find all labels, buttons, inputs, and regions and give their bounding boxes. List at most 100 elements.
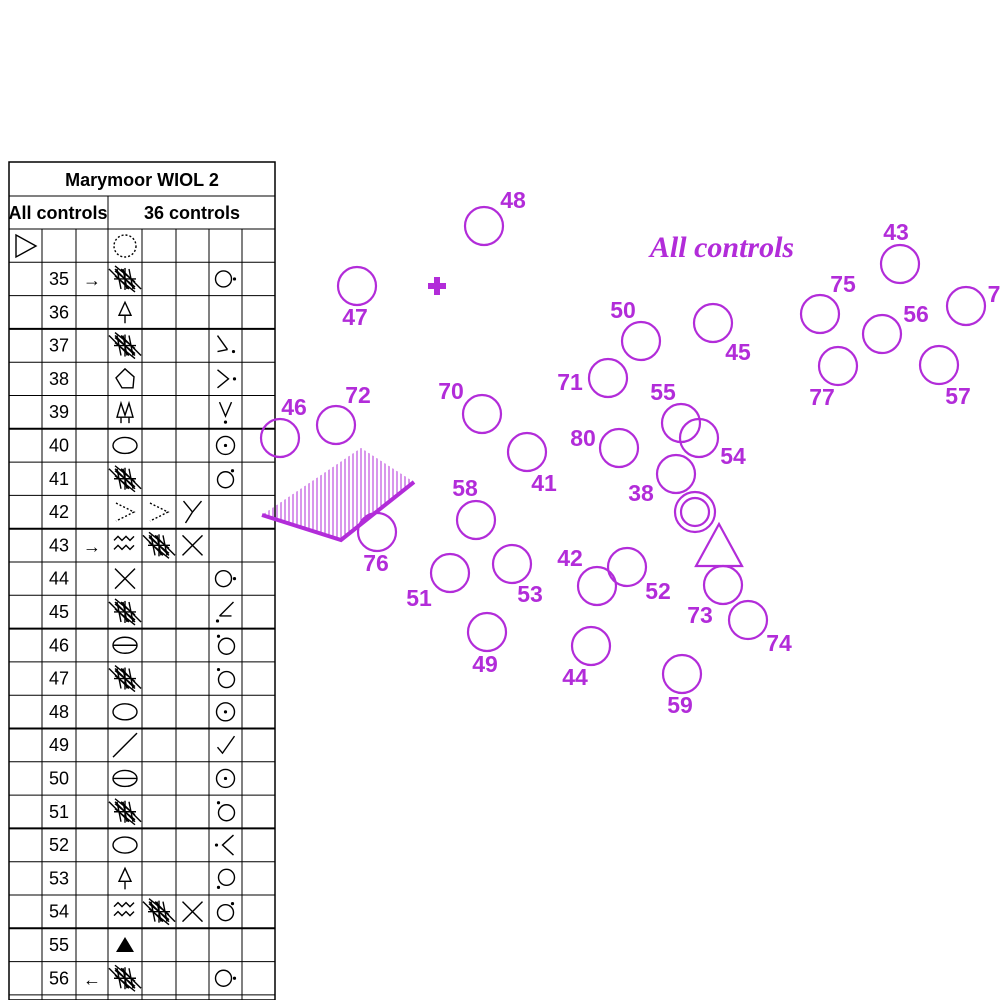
ellipse-line-icon [112,769,138,788]
angle-southwest-icon [215,601,234,623]
control-circle [356,511,398,553]
cross-icon [182,534,203,556]
control-circle [918,344,960,386]
control-number: 53 [517,581,543,607]
control-50: 50 [610,297,662,362]
circle-center-dot-icon [215,702,236,722]
control-51: 51 [406,552,471,611]
control-77: 77 [809,345,859,410]
control-71: 71 [557,357,629,399]
control-73: 73 [687,564,744,628]
boulder-shape-icon [115,367,135,389]
angle-right-icon [217,369,237,389]
stony-icon [113,535,135,551]
description-row-52: 52 [49,834,234,856]
control-number: 75 [830,271,856,297]
circle-center-dot-icon [215,435,236,456]
cross-icon [182,901,203,923]
control-7: 7 [945,281,1000,327]
control-code: 45 [49,602,69,622]
circle-right-dot-icon [214,969,237,987]
control-41: 41 [506,431,557,496]
control-circle [692,302,734,344]
description-row-47: 47 [49,665,236,693]
control-number: 56 [903,301,929,327]
control-code: 35 [49,269,69,289]
ellipse-icon [112,836,138,854]
control-circle [336,265,378,307]
control-code: 49 [49,735,69,755]
control-code: 55 [49,935,69,955]
control-number: 48 [500,187,526,213]
circle-right-dot-icon [214,270,237,288]
control-circle [506,431,548,473]
slash-icon [112,732,138,758]
circle-top-left-icon [216,667,236,689]
circle-top-right-icon [216,469,235,489]
tree-icon [117,866,133,890]
control-number: 47 [342,304,368,330]
fork-icon [182,500,203,524]
control-58: 58 [452,475,497,541]
control-55: 55 [650,379,702,444]
description-row-38: 38 [49,367,237,389]
tree-group-icon [116,400,134,424]
control-code: 42 [49,502,69,522]
control-circle [429,552,471,594]
control-circle [861,313,903,355]
control-53: 53 [491,543,543,607]
control-code: 40 [49,435,69,455]
direction-arrow: → [83,270,101,290]
control-43: 43 [879,219,921,285]
finish-circle-icon [673,490,717,534]
description-row-50: 50 [49,768,236,789]
control-count: 36 controls [144,203,240,223]
circle-top-left-icon [216,801,236,822]
control-code: 43 [49,535,69,555]
description-row-56: 56← [49,964,237,992]
rough-open-icon [108,332,142,360]
control-circle [259,417,301,459]
control-44: 44 [562,625,612,690]
control-circle [879,243,921,285]
control-circle [315,404,357,446]
ellipse-line-icon [112,636,138,654]
control-circle [620,320,662,362]
control-number: 74 [766,630,792,656]
control-code: 46 [49,635,69,655]
angle-dotted-icon [149,502,170,522]
control-circle [945,285,987,327]
cross-icon [114,568,136,590]
circle-top-right-icon [216,902,235,922]
control-number: 73 [687,602,713,628]
check-icon [216,735,236,755]
control-circle [466,611,508,653]
control-description-sheet: Marymoor WIOL 2 All controls 36 controls… [8,161,276,1000]
description-row-39: 39 [49,400,233,424]
out-of-bounds-area [261,448,416,543]
control-number: 76 [363,550,389,576]
control-code: 56 [49,968,69,988]
control-circle [455,499,497,541]
control-number: 58 [452,475,478,501]
control-number: 55 [650,379,676,405]
start-row [15,233,137,259]
control-circle [576,565,618,607]
circle-center-dot-icon [215,768,236,789]
control-56: 56 [861,301,929,355]
control-number: 45 [725,339,751,365]
course-name: All controls [8,203,107,223]
control-circle [655,453,697,495]
control-circle [799,293,841,335]
control-57: 57 [918,344,971,409]
description-row-54: 54 [49,898,235,926]
rough-open-icon [108,265,142,293]
start-location-circle-icon [113,234,137,258]
control-circle [606,546,648,588]
control-47: 47 [336,265,378,330]
control-72: 72 [315,382,371,446]
control-number: 46 [281,394,307,420]
